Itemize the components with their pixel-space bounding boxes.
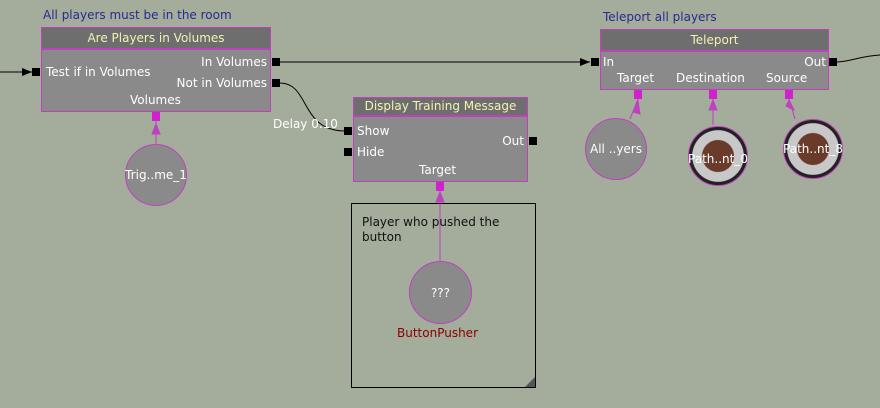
node-title: Are Players in Volumes (42, 28, 270, 50)
pin-target[interactable] (436, 182, 444, 191)
node-teleport[interactable]: Teleport In Out Target Destination Sourc… (600, 29, 829, 90)
var-pathnode-8[interactable]: Path..nt_8 (783, 119, 843, 179)
pin-volumes[interactable] (152, 112, 160, 121)
comment-are-players: All players must be in the room (43, 8, 232, 22)
input-in: In (603, 55, 615, 69)
var-button-pusher[interactable]: ??? (409, 261, 472, 324)
node-are-players-in-volumes[interactable]: Are Players in Volumes Test if in Volume… (41, 27, 271, 112)
pin-show[interactable] (344, 127, 352, 135)
comment-box-text: Player who pushed the button (362, 215, 500, 244)
comment-teleport: Teleport all players (603, 10, 717, 24)
var-all-players[interactable]: All ..yers (585, 118, 647, 180)
var-label-volumes: Volumes (130, 93, 181, 107)
output-not-in-volumes: Not in Volumes (176, 76, 267, 90)
var-name-button-pusher: ButtonPusher (397, 326, 478, 340)
pin-destination[interactable] (709, 90, 717, 99)
pin-in-volumes[interactable] (272, 58, 280, 66)
var-label-target: Target (617, 71, 655, 85)
pin-target[interactable] (634, 90, 642, 99)
input-test-if-in-volumes: Test if in Volumes (46, 65, 151, 79)
var-trigger-volume[interactable]: Trig..me_1 (125, 144, 187, 206)
delay-label: Delay 0.10 (273, 117, 338, 131)
output-in-volumes: In Volumes (201, 55, 267, 69)
node-title: Teleport (601, 30, 828, 52)
pin-hide[interactable] (344, 148, 352, 156)
var-label-target: Target (419, 163, 457, 177)
resize-handle[interactable] (525, 377, 535, 387)
pin-in[interactable] (591, 58, 599, 66)
input-show: Show (357, 124, 390, 138)
output-out: Out (502, 134, 524, 148)
var-label-destination: Destination (676, 71, 745, 85)
pin-out[interactable] (829, 58, 837, 66)
comment-box[interactable]: Player who pushed the button (351, 203, 536, 388)
output-out: Out (804, 55, 826, 69)
pin-source[interactable] (785, 90, 793, 99)
node-title: Display Training Message (354, 98, 527, 117)
pin-not-in-volumes[interactable] (272, 79, 280, 87)
var-label-source: Source (766, 71, 808, 85)
var-pathnode-0[interactable]: Path..nt_0 (688, 126, 748, 186)
pin-test[interactable] (32, 68, 40, 76)
node-display-training-message[interactable]: Display Training Message Show Hide Out T… (353, 97, 528, 182)
pin-out[interactable] (529, 137, 537, 145)
input-hide: Hide (357, 145, 385, 159)
